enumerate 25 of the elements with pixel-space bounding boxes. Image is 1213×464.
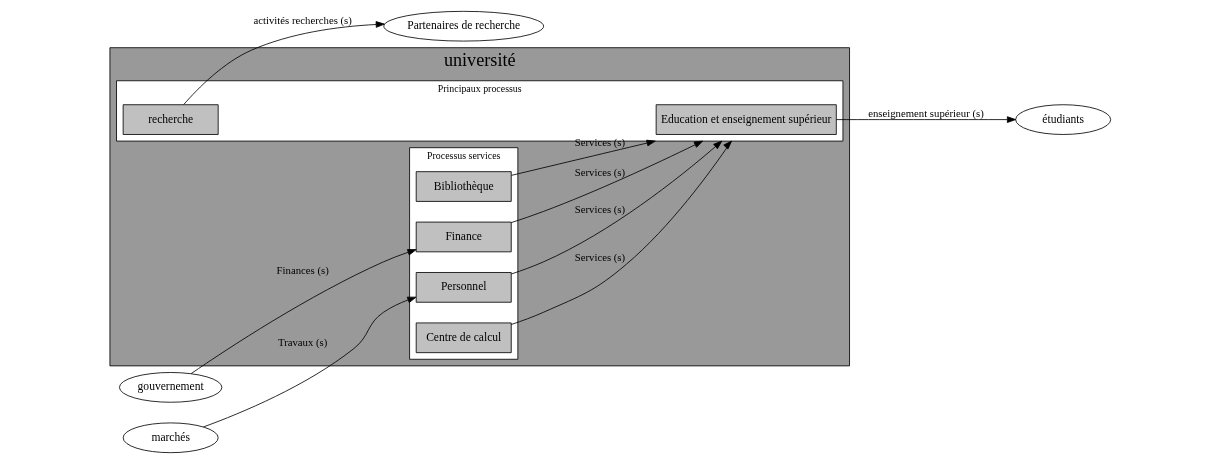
- edge-label: Services (s): [574, 251, 625, 264]
- edge-label: Travaux (s): [277, 335, 327, 348]
- arrow: [182, 21, 385, 105]
- edge-label: Finances (s): [276, 263, 329, 276]
- node-box: Personnel: [415, 272, 512, 303]
- node-ellipse: étudiants: [1014, 104, 1111, 135]
- node-box: Centre de calcul: [415, 322, 512, 354]
- arrow: [510, 140, 722, 275]
- node-ellipse: gouvernement: [118, 372, 222, 403]
- edge-label: Services (s): [574, 202, 625, 215]
- node-ellipse: marchés: [122, 422, 219, 454]
- node-box: Finance: [415, 221, 512, 253]
- node-box: recherche: [122, 104, 219, 135]
- node-box: Education et enseignement supérieur: [655, 104, 837, 135]
- arrow: [202, 296, 416, 428]
- edge-label: Services (s): [574, 166, 625, 179]
- edge-label: activités recherches (s): [253, 14, 352, 27]
- arrow: [835, 116, 1016, 123]
- arrow: [190, 249, 417, 375]
- edge-label: enseignement supérieur (s): [867, 106, 984, 119]
- arrow: [510, 140, 732, 325]
- node-box: Bibliothèque: [415, 171, 512, 202]
- arrow: [510, 139, 656, 176]
- node-ellipse: Partenaires de recherche: [382, 10, 544, 42]
- arrow: [510, 140, 703, 224]
